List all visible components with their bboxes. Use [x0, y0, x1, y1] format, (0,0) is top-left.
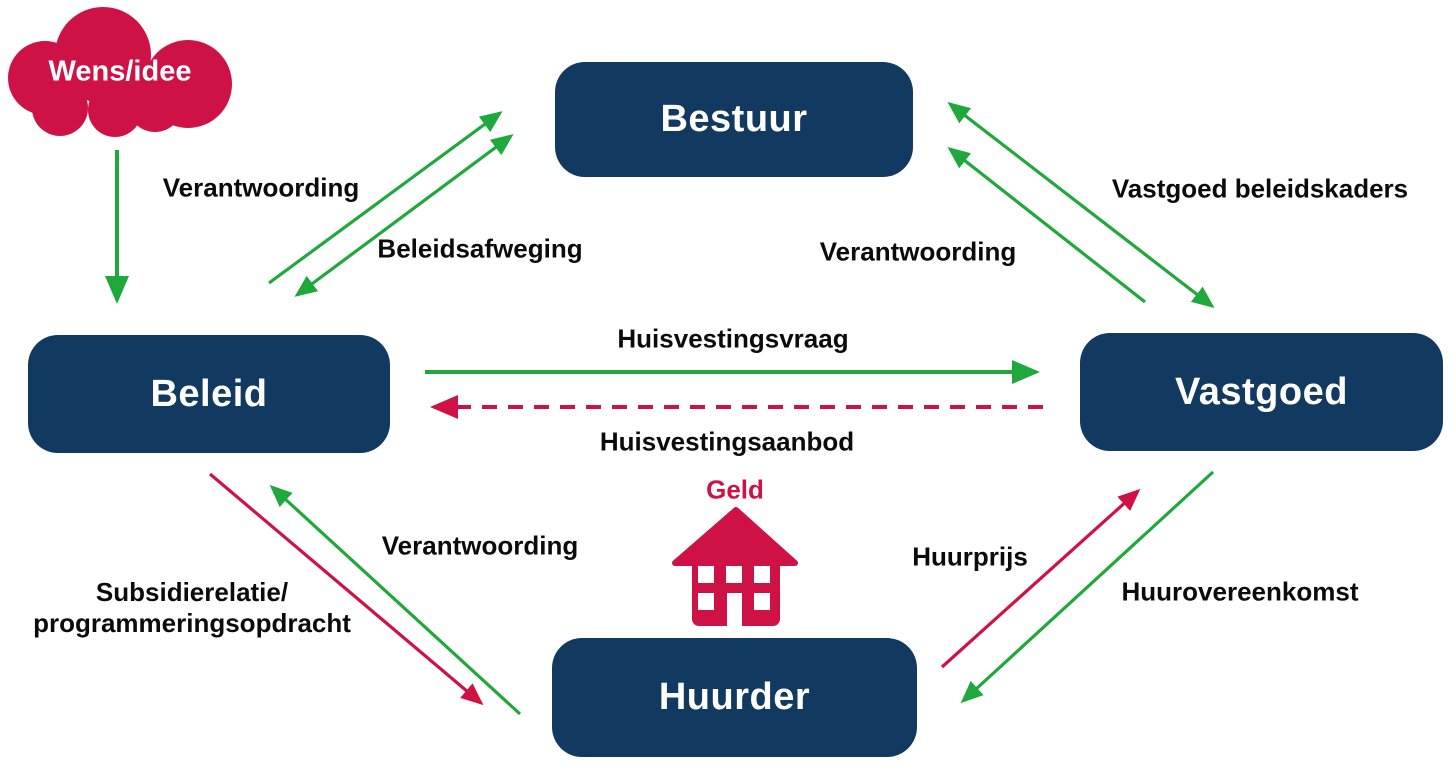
edge-label-geld: Geld	[706, 474, 764, 505]
node-huurder: Huurder	[552, 638, 917, 757]
node-beleid-label: Beleid	[150, 372, 268, 415]
node-vastgoed-label: Vastgoed	[1175, 370, 1348, 413]
subsidierelatie-arrow	[208, 472, 484, 706]
verantwoording-right-arrow	[947, 147, 1146, 304]
edge-label-beleidsafweging: Beleidsafweging	[377, 233, 583, 264]
geld-house-icon	[672, 507, 798, 626]
edge-label-verantwoording-right: Verantwoording	[819, 236, 1017, 267]
huurovereenkomst-arrow	[960, 470, 1215, 704]
edge-label-huisvestingsvraag: Huisvestingsvraag	[617, 323, 849, 354]
edge-label-huurovereenkomst: Huurovereenkomst	[1121, 576, 1359, 607]
subsidierelatie-line1: Subsidierelatie/	[95, 577, 289, 607]
subsidierelatie-line2: programmeringsopdracht	[33, 608, 351, 638]
edge-label-huurprijs: Huurprijs	[912, 541, 1028, 572]
cloud-label: Wens/idee	[48, 55, 192, 88]
edge-label-subsidierelatie: Subsidierelatie/ programmeringsopdracht	[12, 577, 372, 639]
node-beleid: Beleid	[28, 335, 390, 453]
edge-label-verantwoording-left: Verantwoording	[162, 172, 360, 203]
verantwoording-bottom-arrow	[269, 484, 522, 716]
node-bestuur: Bestuur	[555, 62, 913, 177]
node-vastgoed: Vastgoed	[1080, 333, 1443, 451]
node-huurder-label: Huurder	[658, 676, 811, 718]
huurprijs-arrow	[940, 488, 1141, 669]
wens-idee-cloud-icon	[8, 7, 232, 137]
edge-label-vastgoed-beleidskaders: Vastgoed beleidskaders	[1111, 173, 1409, 204]
vastgoed-beleidskaders-arrow	[947, 102, 1215, 308]
edge-label-verantwoording-bottom: Verantwoording	[381, 530, 579, 561]
node-bestuur-label: Bestuur	[660, 98, 808, 140]
edge-label-huisvestingsaanbod: Huisvestingsaanbod	[599, 426, 855, 457]
beleidsafweging-arrow	[294, 134, 514, 297]
